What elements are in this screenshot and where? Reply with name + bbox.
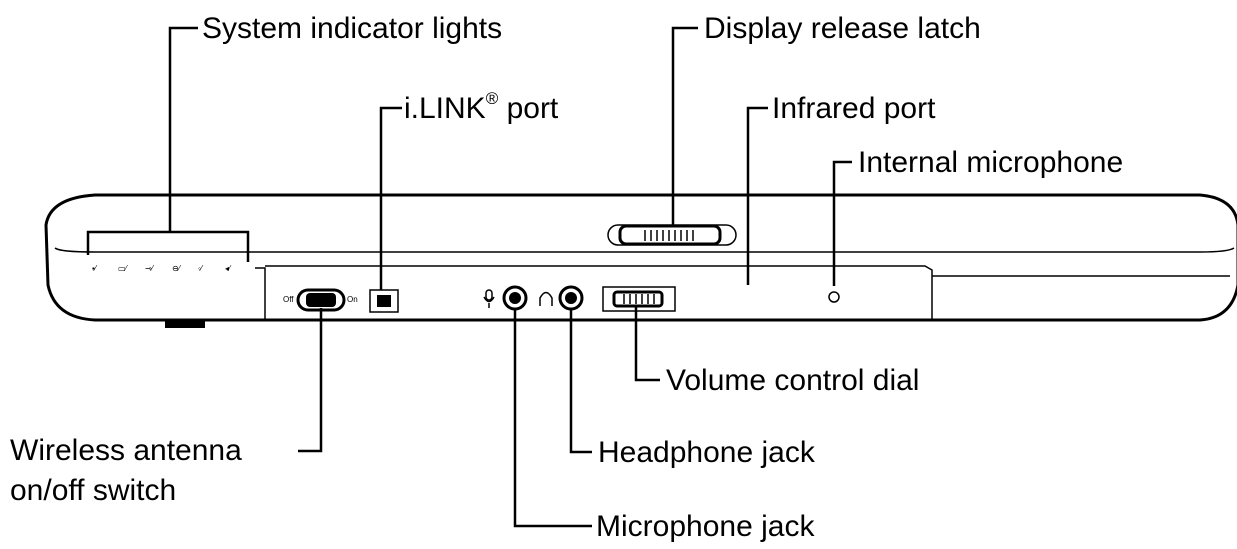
svg-text:◂⁄: ◂⁄ [225,264,232,273]
label-internal-microphone: Internal microphone [858,146,1123,179]
headphone-icon [539,291,553,306]
wireless-antenna-switch: Off On Wireless antenna on/off switch [10,288,358,507]
label-ilink-port: i.LINK® port [404,89,559,125]
foot [165,320,205,328]
microphone-jack: Microphone jack [483,285,815,543]
display-release-latch: Display release latch [607,12,981,246]
svg-text:▭⁄: ▭⁄ [118,264,129,273]
switch-off-label: Off [283,295,294,304]
internal-microphone: Internal microphone [828,146,1123,303]
svg-text:⊖⁄: ⊖⁄ [172,264,182,273]
headphone-jack: Headphone jack [539,285,816,469]
switch-on-label: On [347,295,358,304]
infrared-port: Infrared port [746,92,936,285]
label-wireless-switch-line1: Wireless antenna [10,434,242,467]
svg-text:◦⁄: ◦⁄ [198,264,204,273]
svg-text:⊸⁄: ⊸⁄ [145,264,155,273]
label-display-release-latch: Display release latch [704,12,981,45]
microphone-icon [483,289,495,308]
system-indicator-lights: ▪⁄ ▭⁄ ⊸⁄ ⊖⁄ ◦⁄ ◂⁄ System indicator light… [86,12,502,273]
svg-text:▪⁄: ▪⁄ [92,264,98,273]
label-headphone-jack: Headphone jack [598,436,816,469]
label-wireless-switch-line2: on/off switch [10,474,176,507]
ilink-port: i.LINK® port [369,89,559,313]
indicator-icons: ▪⁄ ▭⁄ ⊸⁄ ⊖⁄ ◦⁄ ◂⁄ [92,264,232,273]
label-volume-control-dial: Volume control dial [666,364,919,397]
volume-control-dial: Volume control dial [602,286,919,397]
label-system-indicator-lights: System indicator lights [202,12,502,45]
laptop-body [44,193,1237,328]
label-microphone-jack: Microphone jack [596,510,815,543]
label-infrared-port: Infrared port [772,92,936,125]
